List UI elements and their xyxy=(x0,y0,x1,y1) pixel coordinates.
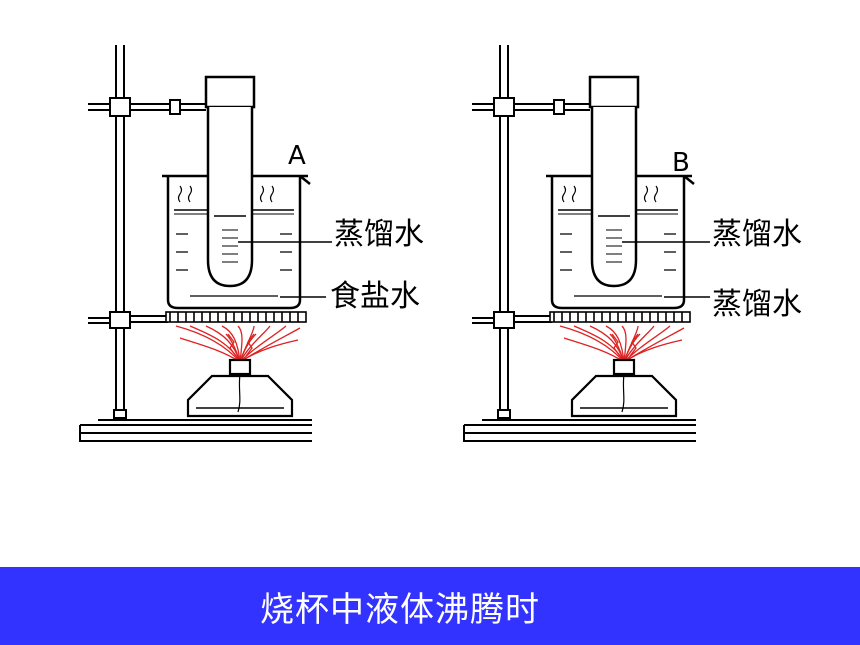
caption-banner: 烧杯中液体沸腾时 xyxy=(0,567,860,645)
stand-base xyxy=(79,419,312,442)
alcohol-lamp-b xyxy=(570,358,678,418)
upper-clamp xyxy=(472,97,590,117)
label-a-inner-liquid: 蒸馏水 xyxy=(334,217,424,252)
test-tube-b xyxy=(588,75,640,288)
caption-text: 烧杯中液体沸腾时 xyxy=(260,589,540,630)
flame-a xyxy=(175,325,301,363)
apparatus-setup-b xyxy=(463,45,710,442)
leader-lines-a xyxy=(238,241,332,298)
label-b-outer-liquid: 蒸馏水 xyxy=(712,287,802,322)
wire-gauze xyxy=(549,311,691,323)
leader-lines-b xyxy=(622,241,710,298)
flame-b xyxy=(559,325,685,363)
label-b-inner-liquid: 蒸馏水 xyxy=(712,217,802,252)
label-a-outer-liquid: 食盐水 xyxy=(330,279,420,314)
lower-clamp xyxy=(472,311,552,329)
wire-gauze xyxy=(165,311,307,323)
apparatus-setup-a xyxy=(79,45,332,442)
label-letter-a: A xyxy=(288,141,306,171)
lower-clamp xyxy=(88,311,168,329)
upper-clamp xyxy=(88,97,206,117)
apparatus-diagram: A 蒸馏水 食盐水 B 蒸馏水 蒸馏水 xyxy=(79,45,802,442)
test-tube-a xyxy=(204,75,256,288)
stand-base xyxy=(463,419,696,442)
alcohol-lamp-a xyxy=(186,358,294,418)
beaker-a xyxy=(162,174,311,310)
label-letter-b: B xyxy=(672,148,690,178)
